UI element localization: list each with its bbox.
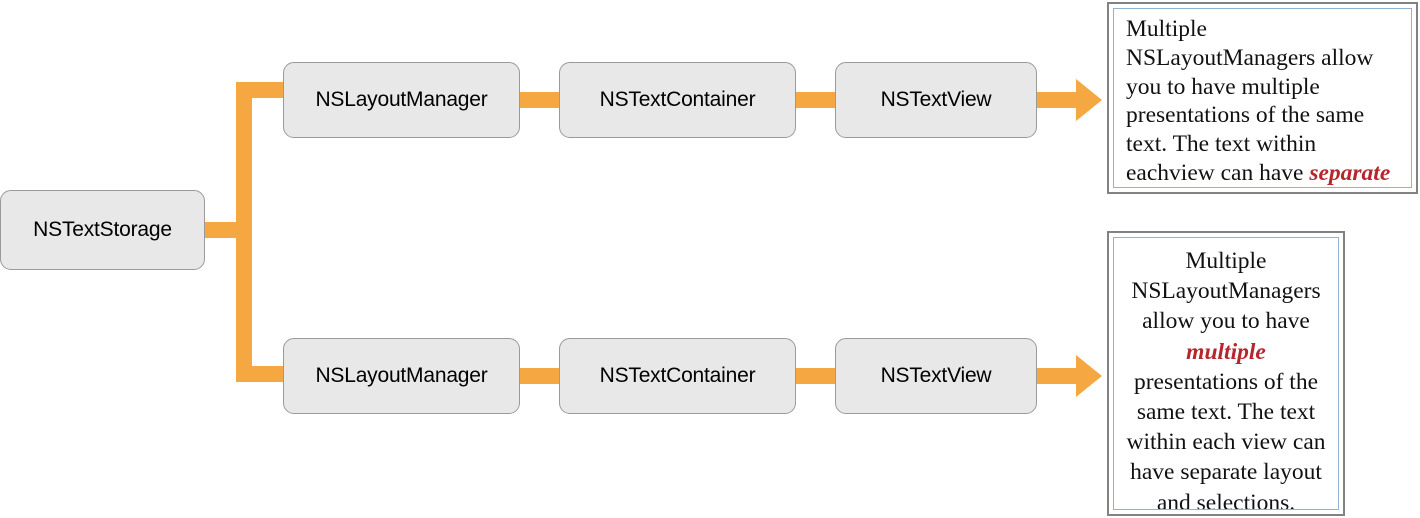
text-run: Multiple NSLayoutManagers allow you to h… — [1131, 248, 1321, 335]
node-label: NSTextView — [880, 88, 992, 111]
node-nstextstorage[interactable]: NSTextStorage — [0, 190, 205, 270]
text-panel-bottom-content: Multiple NSLayoutManagers allow you to h… — [1113, 237, 1339, 510]
arrow-head-bottom — [1076, 355, 1102, 397]
text-panel-top[interactable]: Multiple NSLayoutManagers allow you to h… — [1107, 2, 1418, 194]
highlighted-word: separate — [1309, 159, 1391, 186]
connector-bottom-tv-to-panel — [1036, 368, 1082, 384]
node-label: NSTextContainer — [599, 364, 756, 387]
node-label: NSLayoutManager — [315, 364, 488, 387]
node-top-nstextview[interactable]: NSTextView — [835, 62, 1037, 138]
node-top-nslayoutmanager[interactable]: NSLayoutManager — [283, 62, 520, 138]
highlighted-word: multiple — [1186, 338, 1266, 365]
arrow-head-top — [1076, 79, 1102, 121]
text-run: presentations of the same text. The text… — [1126, 368, 1326, 510]
connector-top-tc-to-tv — [792, 92, 844, 108]
connector-top-lm-to-tc — [516, 92, 568, 108]
node-bottom-nslayoutmanager[interactable]: NSLayoutManager — [283, 338, 520, 414]
text-panel-bottom[interactable]: Multiple NSLayoutManagers allow you to h… — [1107, 231, 1345, 516]
node-label: NSTextView — [880, 364, 992, 387]
connector-branch-bottom-stub — [236, 366, 292, 382]
connector-bottom-lm-to-tc — [516, 368, 568, 384]
node-label: NSTextStorage — [33, 218, 172, 241]
connector-top-tv-to-panel — [1036, 92, 1082, 108]
connector-branch-top-stub — [236, 82, 292, 98]
node-label: NSTextContainer — [599, 88, 756, 111]
connector-branch-spine — [236, 82, 252, 382]
connector-bottom-tc-to-tv — [792, 368, 844, 384]
node-bottom-nstextview[interactable]: NSTextView — [835, 338, 1037, 414]
node-bottom-nstextcontainer[interactable]: NSTextContainer — [559, 338, 796, 414]
text-panel-top-content: Multiple NSLayoutManagers allow you to h… — [1113, 8, 1412, 188]
node-top-nstextcontainer[interactable]: NSTextContainer — [559, 62, 796, 138]
node-label: NSLayoutManager — [315, 88, 488, 111]
text-run: Multiple NSLayoutManagers allow you to h… — [1126, 16, 1374, 186]
